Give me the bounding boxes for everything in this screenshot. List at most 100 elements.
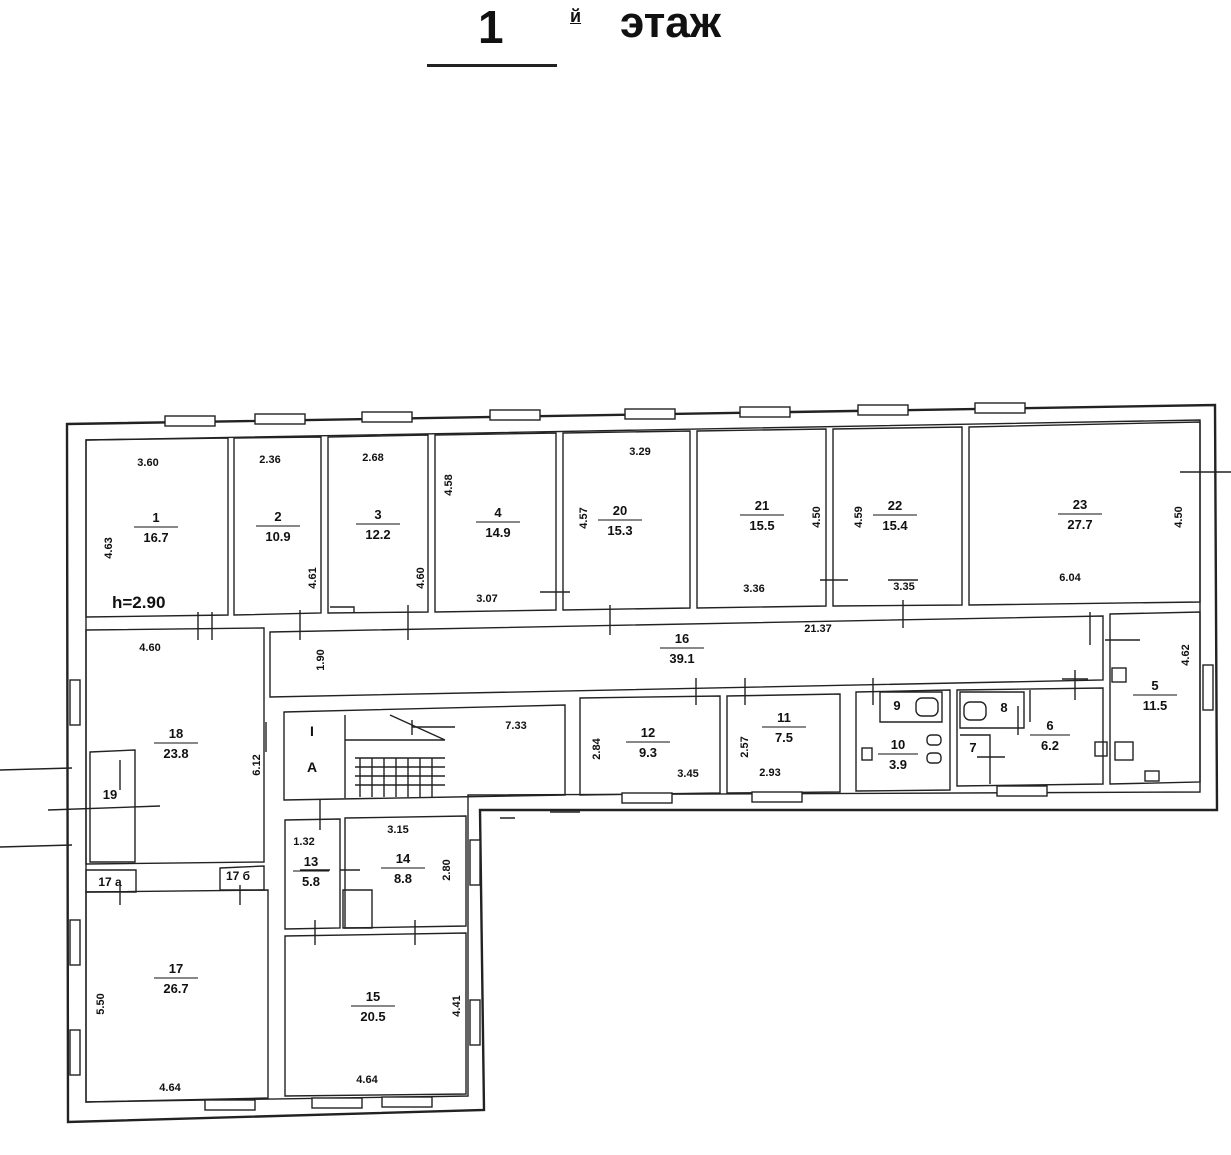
svg-text:4.58: 4.58 — [443, 474, 455, 495]
svg-text:4.59: 4.59 — [853, 506, 865, 527]
svg-text:3.36: 3.36 — [743, 583, 764, 595]
svg-text:2.68: 2.68 — [362, 452, 383, 464]
stair-letter-label: А — [307, 759, 317, 775]
svg-text:26.7: 26.7 — [163, 981, 188, 996]
svg-text:6.2: 6.2 — [1041, 738, 1059, 753]
svg-text:2.93: 2.93 — [759, 767, 780, 779]
svg-text:1.32: 1.32 — [293, 836, 314, 848]
room-label-4: 414.9 — [476, 505, 520, 540]
svg-text:4.60: 4.60 — [139, 642, 160, 654]
room-label-19: 19 — [103, 787, 117, 802]
svg-text:14.9: 14.9 — [485, 525, 510, 540]
room-label-15: 15 20.5 — [351, 989, 395, 1024]
room-label-17b: 17 б — [226, 869, 250, 883]
svg-text:13: 13 — [304, 854, 318, 869]
svg-text:1: 1 — [152, 510, 159, 525]
svg-text:9.3: 9.3 — [639, 745, 657, 760]
stair-labels: I А — [307, 723, 317, 775]
room-label-9: 9 — [893, 698, 900, 713]
room-label-6: 66.2 — [1030, 718, 1070, 753]
svg-text:4.50: 4.50 — [1173, 506, 1185, 527]
svg-text:3.45: 3.45 — [677, 768, 698, 780]
svg-text:16.7: 16.7 — [143, 530, 168, 545]
svg-text:4.50: 4.50 — [811, 506, 823, 527]
room-label-21: 21 15.5 — [740, 498, 784, 533]
svg-text:3.60: 3.60 — [137, 457, 158, 469]
svg-text:4.62: 4.62 — [1180, 644, 1192, 665]
svg-text:17 а: 17 а — [98, 875, 122, 889]
svg-text:7: 7 — [969, 740, 976, 755]
windows — [69, 402, 1214, 1111]
room-label-13: 135.8 — [293, 854, 329, 889]
floor-word: этаж — [620, 0, 721, 47]
room-label-5: 511.5 — [1133, 678, 1177, 713]
svg-text:8: 8 — [1000, 700, 1007, 715]
svg-text:4.60: 4.60 — [415, 567, 427, 588]
svg-text:8.8: 8.8 — [394, 871, 412, 886]
room-label-12: 129.3 — [626, 725, 670, 760]
stair-roman-label: I — [310, 723, 314, 739]
svg-text:15.4: 15.4 — [882, 518, 908, 533]
svg-text:11.5: 11.5 — [1143, 698, 1168, 713]
svg-text:7.5: 7.5 — [775, 730, 793, 745]
svg-text:9: 9 — [893, 698, 900, 713]
doors — [47, 579, 1140, 945]
svg-text:23: 23 — [1073, 497, 1087, 512]
svg-text:21: 21 — [755, 498, 769, 513]
room-label-22: 22 15.4 — [873, 498, 917, 533]
room-label-7: 7 — [969, 740, 976, 755]
svg-text:15.5: 15.5 — [749, 518, 774, 533]
room-label-14: 148.8 — [381, 851, 425, 886]
svg-text:10.9: 10.9 — [265, 529, 290, 544]
svg-text:4.61: 4.61 — [307, 567, 319, 588]
room-label-23: 23 27.7 — [1058, 497, 1102, 532]
svg-text:16: 16 — [675, 631, 689, 646]
svg-text:3.9: 3.9 — [889, 757, 907, 772]
svg-text:15: 15 — [366, 989, 380, 1004]
svg-text:4: 4 — [494, 505, 502, 520]
svg-text:15.3: 15.3 — [607, 523, 632, 538]
svg-text:12.2: 12.2 — [365, 527, 390, 542]
svg-text:21.37: 21.37 — [804, 623, 832, 635]
svg-text:20: 20 — [613, 503, 627, 518]
room-label-10: 103.9 — [878, 737, 918, 772]
svg-text:11: 11 — [777, 710, 791, 725]
room-label-1: 116.7 — [134, 510, 178, 545]
svg-text:6.12: 6.12 — [251, 754, 263, 775]
svg-text:7.33: 7.33 — [505, 720, 526, 732]
svg-text:4.63: 4.63 — [103, 537, 115, 558]
room-label-2: 210.9 — [256, 509, 300, 544]
svg-text:6: 6 — [1046, 718, 1053, 733]
svg-text:2.57: 2.57 — [739, 736, 751, 757]
room-label-3: 312.2 — [356, 507, 400, 542]
svg-text:2.80: 2.80 — [441, 859, 453, 880]
room-label-20: 20 15.3 — [598, 503, 642, 538]
svg-text:20.5: 20.5 — [360, 1009, 385, 1024]
svg-text:23.8: 23.8 — [163, 746, 188, 761]
title-underline — [427, 64, 557, 67]
svg-text:39.1: 39.1 — [669, 651, 694, 666]
floor-title: 1 й этаж — [0, 0, 1231, 110]
svg-text:22: 22 — [888, 498, 902, 513]
svg-text:3.35: 3.35 — [893, 581, 914, 593]
room-label-11: 117.5 — [762, 710, 806, 745]
svg-text:2.36: 2.36 — [259, 454, 280, 466]
svg-text:4.64: 4.64 — [356, 1074, 378, 1086]
room-label-8: 8 — [1000, 700, 1007, 715]
svg-text:3.15: 3.15 — [387, 824, 408, 836]
floor-number-suffix: й — [570, 6, 582, 26]
fixtures — [861, 667, 1160, 782]
room-label-17a: 17 а — [98, 875, 122, 889]
svg-text:4.64: 4.64 — [159, 1082, 181, 1094]
svg-text:4.57: 4.57 — [578, 507, 590, 528]
svg-text:2: 2 — [274, 509, 281, 524]
svg-text:5: 5 — [1151, 678, 1158, 693]
svg-text:27.7: 27.7 — [1067, 517, 1092, 532]
dimension-labels: 3.60 4.63 2.36 4.61 2.68 4.60 4.58 3.07 … — [95, 446, 1192, 1094]
room-label-16: 16 39.1 — [660, 631, 704, 666]
svg-text:6.04: 6.04 — [1059, 572, 1081, 584]
svg-text:12: 12 — [641, 725, 655, 740]
